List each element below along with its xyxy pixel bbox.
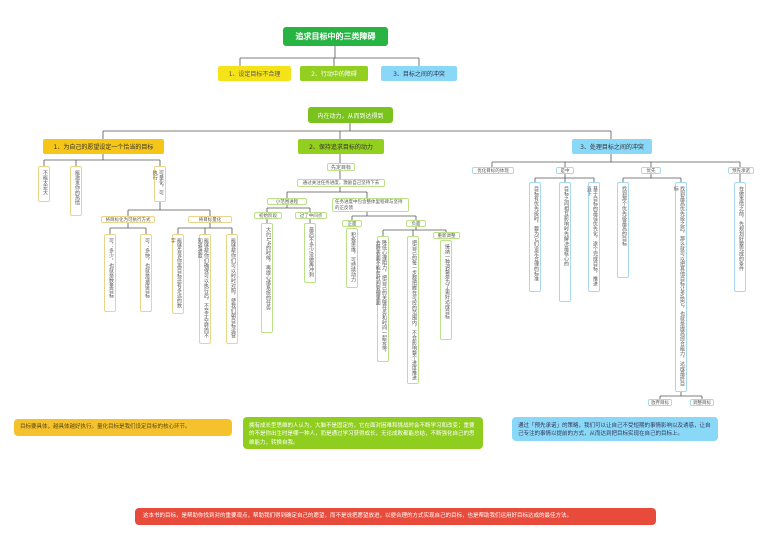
branch2-right-a: 正面	[342, 220, 362, 227]
branch3-tag-adjust: 调整目标	[690, 399, 714, 406]
page-title: 追求目标中的三类障碍	[283, 27, 388, 46]
branch2-right-b1-leaf: 降低心理阻力，把自己的关键任务和时间一起安排，去除表面不能在时间管理里面	[375, 236, 389, 362]
branch2-right-b3: 重新调整	[433, 232, 460, 239]
branch3-group-b-leaf: 找到那个优先级最高的目标	[617, 182, 629, 278]
branch2-mid: 通过关注任务进度，激励自己坚持下去	[297, 179, 385, 187]
branch1-sub-b-leaf: 能够告诉你离目标还有多远的数字	[170, 234, 184, 314]
solution-2: 2、保持追求目标的动力	[298, 139, 384, 154]
branch2-top: 先定目标	[327, 163, 355, 171]
branch1-leaf: 不能太宏大	[38, 166, 50, 202]
branch2-left-group: 小范围进程	[267, 198, 307, 205]
branch2-right-b3-leaf: 接纳一种调整是为了更好达成目标	[440, 240, 452, 340]
branch3-group-b-leaf: 找到最高优先级之后，那么就可以把其他目标让步给它，也就是提高综合能力，达成最终目…	[673, 182, 687, 392]
branch3-tag-abandon: 放弃目标	[648, 399, 672, 406]
branch1-sub-a-leaf: 可：多快，也就是速度目标	[140, 234, 152, 312]
branch3-group-a-leaf: 目标之间相互影响时先解决最核心的	[559, 182, 571, 302]
reason-1: 1、设定目标不合理	[218, 66, 291, 81]
branch3-group-c-leaf: 在做事情之前，先规划好要完成的条件	[734, 182, 746, 292]
summary-2: 拥有成长型思维的人认为，大脑不是固定的，它在面对困难和挑战时会不断学习和改变；重…	[243, 417, 483, 449]
branch1-sub-a: 将目标化为可执行方式	[101, 216, 155, 223]
footer-summary: 这本书的目标，是帮助你找到对的重要观点，帮助我们得到确定自己的愿望，而不是说把愿…	[135, 508, 656, 525]
branch1-sub-b-leaf: 能够帮你们可以时时对照，使我们朝目标运营	[226, 234, 238, 344]
branch1-sub-a-leaf: 可：多少，也就是数量目标	[104, 234, 116, 312]
branch3-group-a-leaf: 目标有优先级时，要为它们设定合理的标准	[529, 182, 541, 292]
branch3-group-a: 优化目标的体现	[472, 167, 514, 174]
branch2-right-a-leaf: 积极思维，可持续动力	[346, 228, 358, 288]
branch1-leaf: 可量化，可执行	[152, 166, 166, 202]
branch3-group-c: 预先承诺	[728, 167, 754, 174]
summary-3: 通过「预先承诺」的策略，我们可以让自己不受短期的事情影响以及诱惑，让自己专注的事…	[512, 417, 718, 441]
branch2-right-b: 负面	[406, 220, 426, 227]
branch1-leaf: 能激发你的热情	[70, 166, 82, 216]
branch3-group-b: 优先	[641, 167, 661, 174]
branch2-right-group: 任务进度中包含整体里程碑与坚持的正反馈	[332, 198, 409, 212]
branch1-sub-b-leaf: 能够帮你们确保可以执行后，不至于空转而不知道进度	[197, 234, 211, 344]
reason-2: 2、行动中的障碍	[300, 66, 368, 81]
branch2-left-b-leaf: 最后不多少没做再冲刺	[304, 223, 316, 283]
summary-1: 目标要具体，越具体越好执行。量化目标是我们设定目标的核心环节。	[14, 419, 232, 436]
branch2-left-a: 初始阶段	[254, 212, 282, 219]
branch2-right-b2-leaf: 把自己的每一步都把握在可控的范围内，不会影响整个进度推进	[407, 236, 419, 384]
core-topic: 内在动力，从而到达得到	[308, 107, 393, 123]
solution-3: 3、处理目标之间的冲突	[572, 139, 652, 154]
branch2-left-a-leaf: 大约1/4的时候，再提心绪系统的任务	[261, 223, 273, 333]
reason-3: 3、目标之间的冲突	[381, 66, 457, 81]
branch3-group-a-head: 是中	[556, 167, 574, 174]
solution-1: 1、为自己的愿望设定一个恰当的目标	[43, 139, 164, 154]
branch3-group-a-leaf: 基于目标的最佳优先化，逐个完成目标，推进当下	[586, 182, 600, 292]
branch2-left-b: 过了中间点	[295, 212, 327, 219]
branch1-sub-b: 将目标量化	[188, 216, 232, 223]
